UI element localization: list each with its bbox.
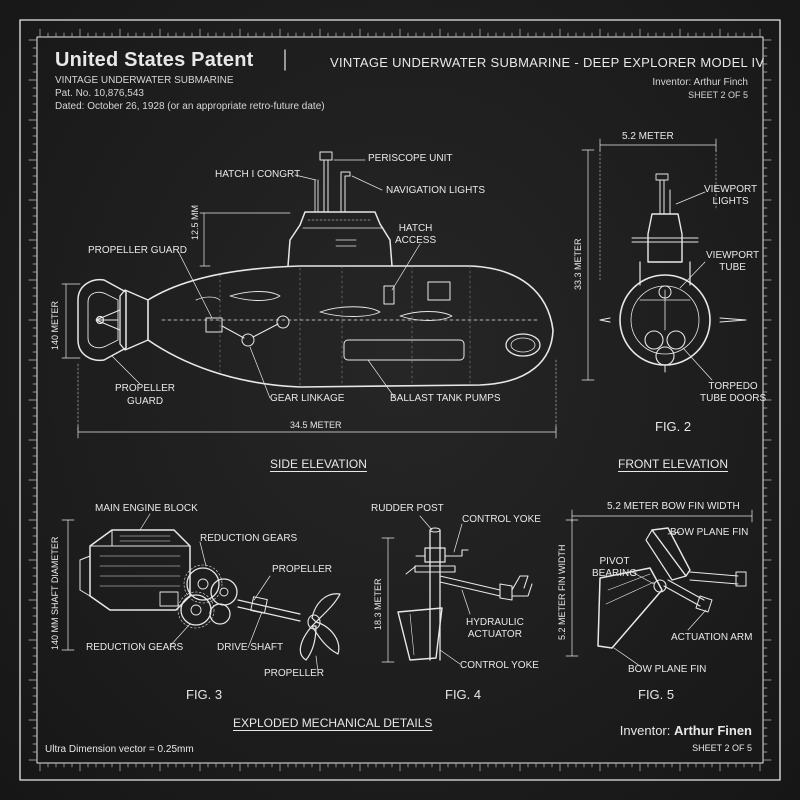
label-propeller-top: PROPELLER — [272, 564, 333, 575]
label-control-yoke-bottom: CONTROL YOKE — [460, 660, 539, 671]
patent-subtitle: VINTAGE UNDERWATER SUBMARINE — [55, 75, 234, 86]
dim-rudder-height: 18.3 METER — [373, 578, 383, 630]
label-viewport-lights: VIEWPORT LIGHTS — [704, 184, 758, 207]
section-title-exploded-details: EXPLODED MECHANICAL DETAILS — [233, 716, 433, 730]
dim-shaft-diameter: 140 MM SHAFT DIAMETER — [50, 536, 60, 650]
label-ballast-tank-pumps: BALLAST TANK PUMPS — [390, 393, 501, 404]
footer-inventor-name: Arthur Finen — [674, 723, 752, 738]
dim-tower-height: 12.5 MM — [190, 204, 200, 240]
label-propeller-guard-bottom: PROPELLER GUARD — [115, 383, 176, 407]
label-hatch-congrt: HATCH I CONGRT — [215, 169, 301, 180]
footer-inventor-prefix: Inventor: — [619, 723, 671, 738]
fig3-drawing — [61, 513, 341, 673]
dim-fin-width: 5.2 METER FIN WIDTH — [557, 544, 567, 640]
label-torpedo-tube-doors: TORPEDO TUBE DOORS — [700, 381, 767, 404]
dimension-note: Ultra Dimension vector = 0.25mm — [45, 744, 194, 755]
label-navigation-lights: NAVIGATION LIGHTS — [386, 185, 486, 196]
label-bow-plane-fin-top: BOW PLANE FIN — [670, 527, 749, 538]
fig-3-label: FIG. 3 — [186, 687, 223, 702]
label-propeller-guard-top: PROPELLER GUARD — [88, 245, 187, 256]
label-actuation-arm: ACTUATION ARM — [671, 632, 753, 643]
dim-bow-fin-width: 5.2 METER BOW FIN WIDTH — [607, 501, 740, 512]
ruler-tick-marks — [28, 28, 772, 772]
patent-date: Dated: October 26, 1928 (or an appropria… — [55, 101, 325, 112]
footer-inventor: Inventor: Arthur Finen — [620, 723, 752, 738]
label-bow-plane-fin-bottom: BOW PLANE FIN — [628, 664, 707, 675]
drawing-title: VINTAGE UNDERWATER SUBMARINE - DEEP EXPL… — [330, 55, 765, 70]
fig-4-label: FIG. 4 — [445, 687, 482, 702]
label-main-engine-block: MAIN ENGINE BLOCK — [95, 503, 198, 514]
dim-hull-height: 140 METER — [50, 300, 60, 350]
label-propeller-bottom: PROPELLER — [264, 668, 325, 679]
side-elevation-drawing — [61, 151, 557, 439]
sheet-frame — [19, 19, 781, 781]
label-periscope-unit: PERISCOPE UNIT — [368, 153, 453, 164]
dim-front-width: 5.2 METER — [622, 131, 674, 142]
patent-number: Pat. No. 10,876,543 — [55, 88, 144, 99]
header-sheet-number: SHEET 2 OF 5 — [688, 90, 748, 100]
front-elevation-drawing — [581, 138, 747, 381]
header-inventor: Inventor: Arthur Finch — [652, 77, 748, 88]
section-title-front-elevation: FRONT ELEVATION — [618, 457, 729, 471]
label-hydraulic-actuator: HYDRAULIC ACTUATOR — [466, 617, 524, 640]
fig-2-label: FIG. 2 — [655, 419, 692, 434]
label-rudder-post: RUDDER POST — [371, 503, 444, 514]
label-reduction-gears-top: REDUCTION GEARS — [200, 533, 298, 544]
patent-title: United States Patent — [55, 49, 254, 71]
label-pivot-bearing: PIVOT BEARING — [592, 556, 638, 579]
label-drive-shaft: DRIVE SHAFT — [217, 642, 284, 653]
label-reduction-gears-bottom: REDUCTION GEARS — [86, 642, 184, 653]
section-title-side-elevation: SIDE ELEVATION — [270, 457, 367, 471]
dim-hull-length: 34.5 METER — [290, 420, 342, 430]
fig5-drawing — [565, 509, 753, 667]
label-gear-linkage: GEAR LINKAGE — [270, 393, 345, 404]
label-hatch-access: HATCH ACCESS — [395, 223, 437, 246]
fig-5-label: FIG. 5 — [638, 687, 675, 702]
dim-front-height: 33.3 METER — [573, 238, 583, 290]
footer-sheet-number: SHEET 2 OF 5 — [692, 743, 752, 753]
fig4-drawing — [381, 515, 533, 665]
label-viewport-tube: VIEWPORT TUBE — [706, 250, 760, 273]
label-control-yoke-top: CONTROL YOKE — [462, 514, 541, 525]
